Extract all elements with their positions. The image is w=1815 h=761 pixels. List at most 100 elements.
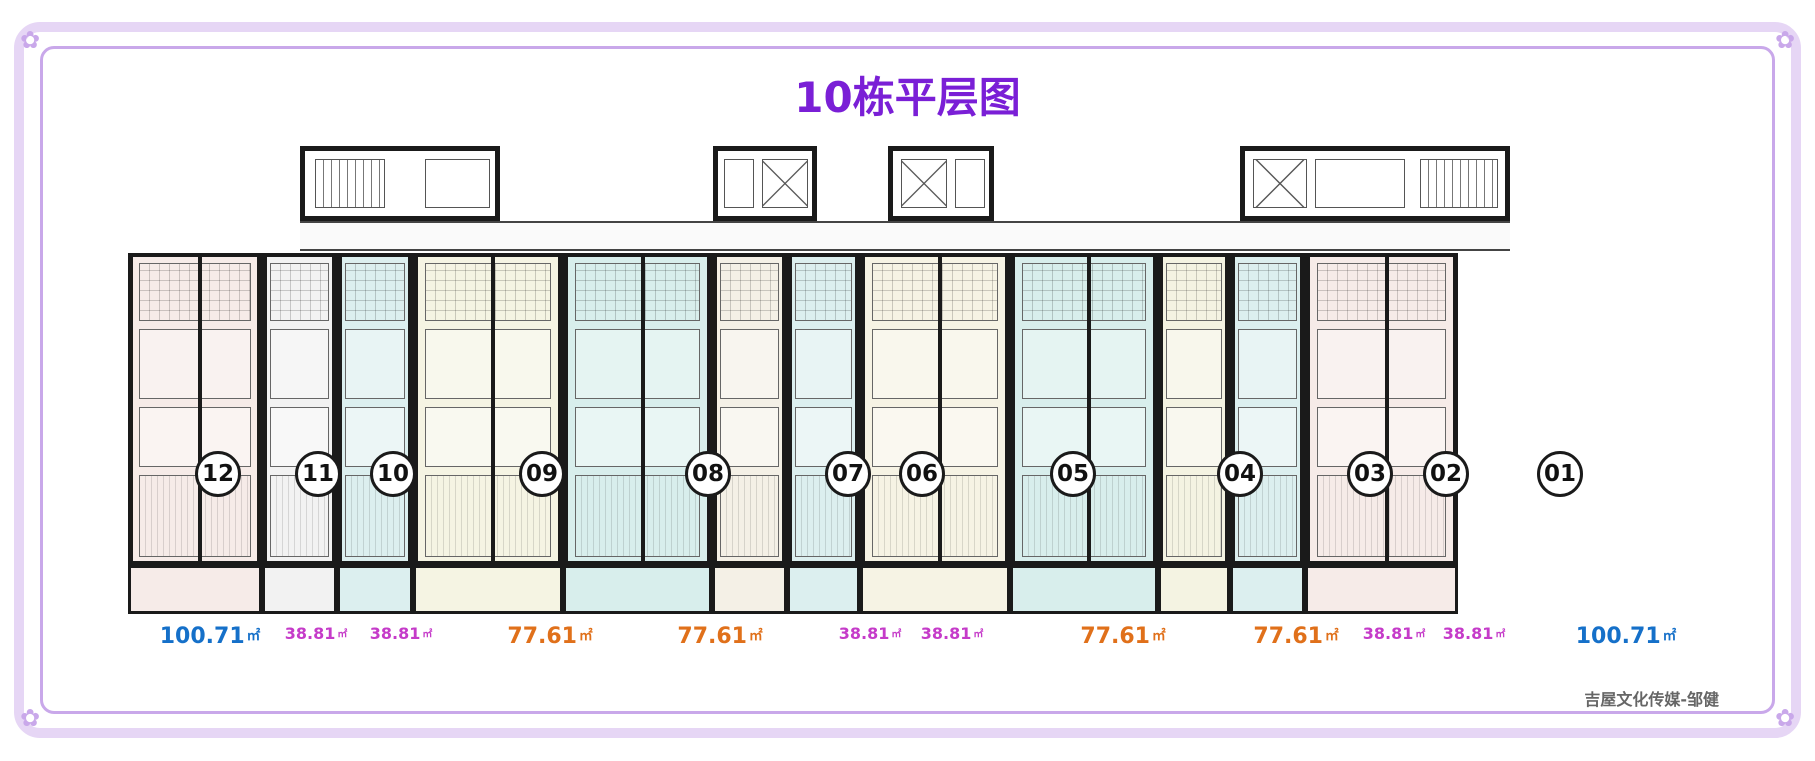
stairwell bbox=[315, 159, 385, 208]
room-area bbox=[720, 263, 779, 321]
stair-core-left bbox=[300, 146, 500, 221]
elevator-shaft bbox=[901, 159, 947, 208]
credit-text: 吉屋文化传媒-邹健 bbox=[1584, 690, 1719, 709]
unit-number-badge: 01 bbox=[1537, 451, 1583, 497]
interior-wall bbox=[1087, 257, 1091, 561]
area-value: 38.81 bbox=[1362, 624, 1414, 643]
service-room bbox=[1315, 159, 1405, 208]
unit-number-badge: 03 bbox=[1347, 451, 1393, 497]
room-area bbox=[139, 329, 251, 399]
elevator-shaft bbox=[762, 159, 808, 208]
unit-number-badge: 04 bbox=[1217, 451, 1263, 497]
apartment-unit-04 bbox=[1010, 253, 1158, 566]
corner-flower-icon: ✿ bbox=[19, 26, 41, 54]
balcony bbox=[1305, 566, 1458, 614]
room-area bbox=[1021, 263, 1147, 321]
room-area bbox=[1317, 263, 1446, 321]
room-area bbox=[1021, 329, 1147, 399]
room-area bbox=[425, 329, 551, 399]
balcony bbox=[337, 566, 413, 614]
area-value: 38.81 bbox=[920, 624, 972, 643]
apartment-unit-03 bbox=[1158, 253, 1230, 566]
room-area bbox=[574, 475, 701, 557]
corner-flower-icon: ✿ bbox=[1774, 704, 1796, 732]
apartment-unit-11 bbox=[262, 253, 337, 566]
area-value: 77.61 bbox=[507, 624, 577, 649]
service-room bbox=[724, 159, 754, 208]
interior-wall bbox=[491, 257, 495, 561]
area-value: 38.81 bbox=[284, 624, 336, 643]
area-unit: ㎡ bbox=[973, 629, 984, 641]
area-unit: ㎡ bbox=[246, 628, 261, 645]
balcony bbox=[860, 566, 1010, 614]
room-area bbox=[872, 263, 998, 321]
service-room bbox=[425, 159, 490, 208]
area-unit: ㎡ bbox=[1415, 629, 1426, 641]
balcony bbox=[413, 566, 563, 614]
room-area bbox=[872, 329, 998, 399]
room-area bbox=[1238, 263, 1297, 321]
unit-number-badge: 06 bbox=[899, 451, 945, 497]
area-unit: ㎡ bbox=[1151, 628, 1166, 645]
room-area bbox=[574, 407, 701, 467]
area-unit: ㎡ bbox=[748, 628, 763, 645]
balcony bbox=[128, 566, 262, 614]
apartment-unit-10 bbox=[337, 253, 413, 566]
room-area bbox=[1238, 329, 1297, 399]
room-area bbox=[574, 263, 701, 321]
room-area bbox=[270, 263, 329, 321]
room-area bbox=[270, 329, 329, 399]
corner-flower-icon: ✿ bbox=[1774, 26, 1796, 54]
elevator-core-left bbox=[713, 146, 817, 221]
room-area bbox=[345, 329, 405, 399]
area-value: 38.81 bbox=[1442, 624, 1494, 643]
corner-flower-icon: ✿ bbox=[19, 704, 41, 732]
balcony bbox=[262, 566, 337, 614]
area-value: 77.61 bbox=[1253, 624, 1323, 649]
balcony bbox=[1158, 566, 1230, 614]
area-unit: ㎡ bbox=[337, 629, 348, 641]
unit-number-badge: 10 bbox=[370, 451, 416, 497]
interior-wall bbox=[1384, 257, 1389, 561]
room-area bbox=[795, 263, 852, 321]
balcony bbox=[787, 566, 860, 614]
room-area bbox=[720, 329, 779, 399]
service-room bbox=[955, 159, 985, 208]
area-value: 38.81 bbox=[369, 624, 421, 643]
unit-number-badge: 11 bbox=[295, 451, 341, 497]
area-unit: ㎡ bbox=[1662, 628, 1677, 645]
area-unit: ㎡ bbox=[891, 629, 902, 641]
apartment-unit-07 bbox=[712, 253, 787, 566]
area-unit: ㎡ bbox=[422, 629, 433, 641]
room-area bbox=[1166, 407, 1222, 467]
unit-number-badge: 09 bbox=[519, 451, 565, 497]
unit-number-badge: 05 bbox=[1050, 451, 1096, 497]
unit-number-badge: 08 bbox=[685, 451, 731, 497]
unit-number-badge: 02 bbox=[1423, 451, 1469, 497]
interior-wall bbox=[640, 257, 645, 561]
area-unit: ㎡ bbox=[578, 628, 593, 645]
elevator-core-right bbox=[888, 146, 994, 221]
room-area bbox=[1166, 475, 1222, 557]
balcony bbox=[712, 566, 787, 614]
apartment-unit-05 bbox=[860, 253, 1010, 566]
area-value: 100.71 bbox=[159, 624, 245, 649]
area-value: 77.61 bbox=[677, 624, 747, 649]
room-area bbox=[720, 475, 779, 557]
apartment-unit-08 bbox=[563, 253, 712, 566]
decorative-frame-inner bbox=[40, 46, 1775, 714]
area-value: 38.81 bbox=[838, 624, 890, 643]
area-value: 77.61 bbox=[1080, 624, 1150, 649]
apartment-unit-12 bbox=[128, 253, 262, 566]
interior-wall bbox=[938, 257, 942, 561]
balcony bbox=[1010, 566, 1158, 614]
